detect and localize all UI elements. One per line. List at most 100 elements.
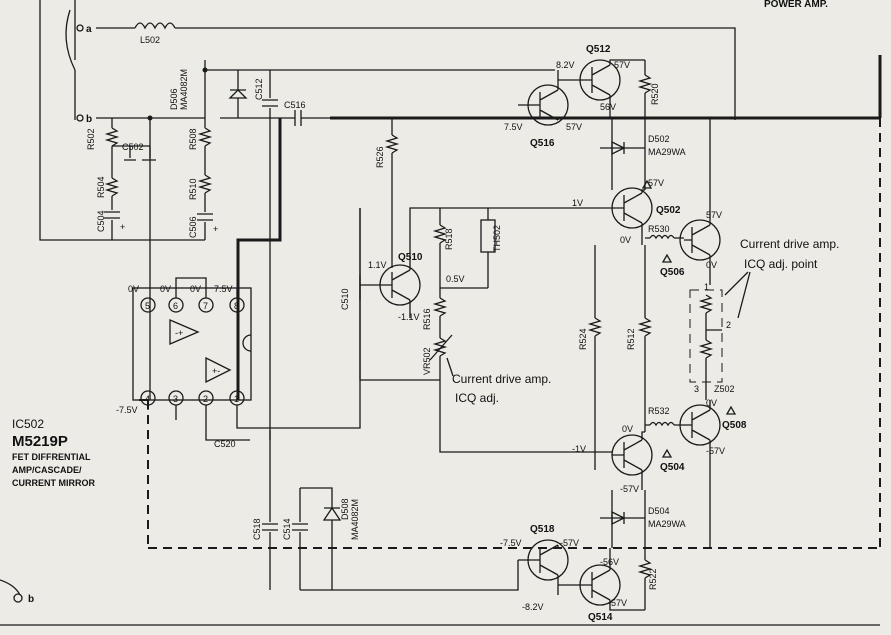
icq-point-label: ICQ adj. point xyxy=(744,257,818,271)
wire-a-rail xyxy=(175,27,736,120)
diode-d504 xyxy=(600,510,645,526)
r508-label: R508 xyxy=(188,128,198,150)
resistor-r532 xyxy=(649,421,675,427)
th502-label: TH502 xyxy=(492,225,502,252)
ic-part: M5219P xyxy=(12,433,68,450)
svg-text:0V: 0V xyxy=(706,398,717,408)
svg-text:3: 3 xyxy=(173,394,178,404)
q514-label: Q514 xyxy=(588,612,613,623)
q504-label: Q504 xyxy=(660,462,685,473)
svg-text:-57V: -57V xyxy=(706,446,725,456)
r512-label: R512 xyxy=(626,328,636,350)
svg-text:2: 2 xyxy=(203,394,208,404)
svg-text:-57V: -57V xyxy=(620,484,639,494)
c504-label: C504 xyxy=(96,210,106,232)
q516-label: Q516 xyxy=(530,138,555,149)
svg-text:1: 1 xyxy=(704,282,709,292)
resistor-r518 xyxy=(432,224,448,244)
diode-d506 xyxy=(228,70,248,118)
d508-type: MA4082M xyxy=(350,499,360,540)
svg-text:0.5V: 0.5V xyxy=(446,274,465,284)
d502-label: D502 xyxy=(648,134,670,144)
terminal-a xyxy=(76,24,84,32)
ic-opamps xyxy=(169,319,232,384)
c516-label: C516 xyxy=(284,100,306,110)
c520-label: C520 xyxy=(214,439,236,449)
r526-label: R526 xyxy=(375,146,385,168)
svg-text:56V: 56V xyxy=(600,102,616,112)
cda-adj-label: Current drive amp. xyxy=(452,372,551,386)
c502-label: C502 xyxy=(122,142,144,152)
transistor-q506 xyxy=(679,219,721,261)
svg-text:1V: 1V xyxy=(572,198,583,208)
r520-label: R520 xyxy=(650,83,660,105)
pot-vr502 xyxy=(432,337,448,357)
left-border-wire xyxy=(39,0,205,241)
r510-label: R510 xyxy=(188,178,198,200)
svg-text:-7.5V: -7.5V xyxy=(500,538,522,548)
resistor-r504 xyxy=(104,177,120,197)
r532-label: R532 xyxy=(648,406,670,416)
svg-text:57V: 57V xyxy=(648,178,664,188)
svg-text:7.5V: 7.5V xyxy=(214,284,233,294)
svg-text:+: + xyxy=(213,224,218,234)
r530-label: R530 xyxy=(648,224,670,234)
ic-ref: IC502 xyxy=(12,417,44,431)
resistor-r512 xyxy=(637,317,653,337)
terminal-b-label: b xyxy=(86,114,92,125)
input-bracket xyxy=(65,0,76,120)
svg-text:0V: 0V xyxy=(160,284,171,294)
svg-text:7.5V: 7.5V xyxy=(504,122,523,132)
ic-pins: 5 6 7 8 4 3 2 1 xyxy=(140,297,245,406)
q506-label: Q506 xyxy=(660,267,685,278)
svg-text:-56V: -56V xyxy=(600,557,619,567)
r518-label: R518 xyxy=(444,228,454,250)
power-amp-heading: POWER AMP. xyxy=(764,0,828,10)
svg-text:2: 2 xyxy=(726,320,731,330)
terminal-a-label: a xyxy=(86,24,92,35)
d502-type: MA29WA xyxy=(648,147,686,157)
r524-label: R524 xyxy=(578,328,588,350)
svg-text:-7.5V: -7.5V xyxy=(116,405,138,415)
c512-label: C512 xyxy=(254,78,264,100)
l502-label: L502 xyxy=(140,35,160,45)
svg-text:-1.1V: -1.1V xyxy=(398,312,420,322)
ic502-body xyxy=(132,287,252,401)
capacitor-c506 xyxy=(197,193,213,240)
resistor-r522 xyxy=(637,559,653,579)
svg-text:+-: +- xyxy=(212,366,220,376)
q518-label: Q518 xyxy=(530,524,555,535)
d504-label: D504 xyxy=(648,506,670,516)
svg-text:1.1V: 1.1V xyxy=(368,260,387,270)
diode-d502 xyxy=(600,140,645,156)
svg-text:0V: 0V xyxy=(622,424,633,434)
svg-text:8: 8 xyxy=(234,301,239,311)
svg-text:6: 6 xyxy=(173,301,178,311)
c514-label: C514 xyxy=(282,518,292,540)
svg-text:57V: 57V xyxy=(614,60,630,70)
transistor-q508 xyxy=(679,404,721,446)
svg-text:0V: 0V xyxy=(190,284,201,294)
terminal-b2 xyxy=(13,593,23,603)
svg-text:-1V: -1V xyxy=(572,444,586,454)
resistor-r520 xyxy=(637,74,653,94)
r522-label: R522 xyxy=(648,568,658,590)
inductor-l502 xyxy=(134,22,176,30)
capacitor-c516 xyxy=(220,110,330,126)
c506-label: C506 xyxy=(188,216,198,238)
q508-label: Q508 xyxy=(722,420,747,431)
c518-label: C518 xyxy=(252,518,262,540)
resistor-r526 xyxy=(384,134,400,154)
q512-label: Q512 xyxy=(586,44,611,55)
cda-point-label: Current drive amp. xyxy=(740,237,839,251)
svg-text:57V: 57V xyxy=(706,210,722,220)
d504-type: MA29WA xyxy=(648,519,686,529)
svg-text:-57V: -57V xyxy=(560,538,579,548)
svg-text:-57V: -57V xyxy=(608,598,627,608)
svg-text:0V: 0V xyxy=(128,284,139,294)
resistor-r516 xyxy=(432,297,448,317)
r502-label: R502 xyxy=(86,128,96,150)
d506-type: MA4082M xyxy=(179,69,189,110)
svg-text:5: 5 xyxy=(145,301,150,311)
